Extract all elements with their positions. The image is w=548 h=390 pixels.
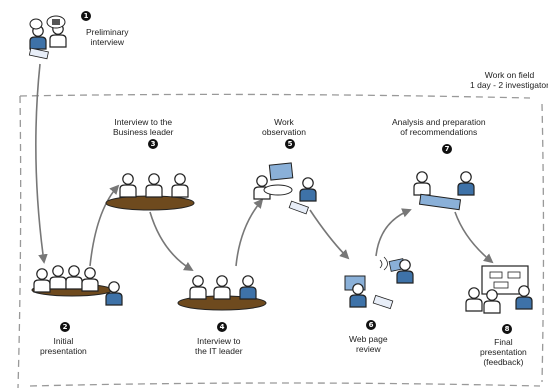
step-6-line1: Web page (349, 334, 388, 344)
step-8-number: 8 (502, 324, 512, 334)
step-6-label: Web page review (349, 334, 388, 354)
step-5-scene (253, 162, 317, 215)
step-6-number: 6 (366, 320, 376, 330)
step-6-scene (344, 256, 414, 310)
step-6-line2: review (356, 344, 381, 354)
step-2-line1: Initial (53, 336, 74, 346)
step-3-line1: Interview to the (114, 117, 173, 127)
work-on-field-line1: Work on field (484, 70, 535, 80)
step-4-label: Interview to the IT leader (195, 336, 243, 356)
step-7-line1: Analysis and preparation (392, 117, 486, 127)
step-1-scene (28, 15, 67, 60)
step-1-line2: interview (90, 37, 125, 47)
field-work-boundary (17, 93, 545, 389)
step-7-scene (413, 171, 475, 211)
step-8-line3: (feedback) (483, 357, 524, 367)
step-8-line1: Final (494, 337, 513, 347)
step-5-number: 5 (285, 139, 295, 149)
step-7-label: Analysis and preparation of recommendati… (392, 117, 486, 137)
step-4-line2: the IT leader (195, 346, 243, 356)
step-2-scene (31, 265, 123, 306)
step-8-scene (465, 265, 533, 314)
step-7-line2: of recommendations (400, 127, 478, 137)
step-2-label: Initial presentation (40, 336, 87, 356)
work-on-field-line2: 1 day - 2 investigator (470, 80, 548, 90)
step-8-line2: presentation (480, 347, 527, 357)
flow-arrows (35, 63, 494, 271)
step-4-number: 4 (217, 322, 227, 332)
step-5-line1: Work (274, 117, 294, 127)
step-4-scene (177, 275, 267, 311)
step-1-line1: Preliminary (86, 27, 129, 37)
step-1-label: Preliminary interview (86, 27, 129, 47)
step-5-line2: observation (262, 127, 306, 137)
step-4-line1: Interview to (197, 336, 241, 346)
step-3-label: Interview to the Business leader (113, 117, 173, 137)
step-2-line2: presentation (40, 346, 87, 356)
step-3-line2: Business leader (113, 127, 174, 137)
step-2-number: 2 (60, 322, 70, 332)
step-5-label: Work observation (262, 117, 306, 137)
work-on-field-label: Work on field 1 day - 2 investigator (470, 70, 548, 90)
step-8-label: Final presentation (feedback) (480, 337, 527, 367)
step-3-scene (105, 173, 195, 211)
step-3-number: 3 (148, 139, 158, 149)
step-1-number: 1 (81, 11, 91, 21)
step-7-number: 7 (442, 144, 452, 154)
